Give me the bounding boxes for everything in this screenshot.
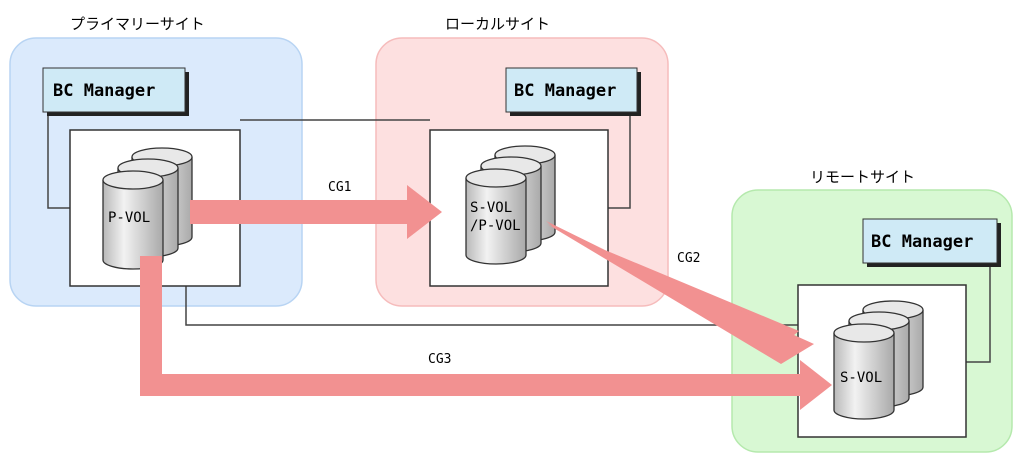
local-volume-label-line2: /P-VOL xyxy=(470,218,521,234)
cg1-label: CG1 xyxy=(328,180,351,195)
svg-text:BC Manager: BC Manager xyxy=(514,81,616,101)
primary-disk-stack-icon xyxy=(102,147,193,270)
svg-text:BC Manager: BC Manager xyxy=(871,232,973,252)
local-volume-label-line1: S-VOL xyxy=(470,200,512,216)
remote-volume-label: S-VOL xyxy=(840,370,882,386)
svg-text:BC Manager: BC Manager xyxy=(53,81,155,101)
remote-site-label: リモートサイト xyxy=(810,168,915,186)
cg3-label: CG3 xyxy=(428,352,451,367)
cg2-label: CG2 xyxy=(677,251,700,266)
primary-site-label: プライマリーサイト xyxy=(70,15,205,33)
remote-bc-manager: BC Manager xyxy=(862,218,1001,267)
local-bc-manager: BC Manager xyxy=(505,67,641,116)
primary-bc-manager: BC Manager xyxy=(42,67,189,116)
cg2-arrow xyxy=(546,221,814,364)
cg3-arrow xyxy=(140,256,832,410)
remote-disk-stack-icon xyxy=(833,300,924,420)
primary-volume-label: P-VOL xyxy=(108,210,150,226)
cg1-arrow xyxy=(190,185,442,239)
local-site-label: ローカルサイト xyxy=(445,15,550,33)
local-disk-stack-icon xyxy=(465,145,556,265)
